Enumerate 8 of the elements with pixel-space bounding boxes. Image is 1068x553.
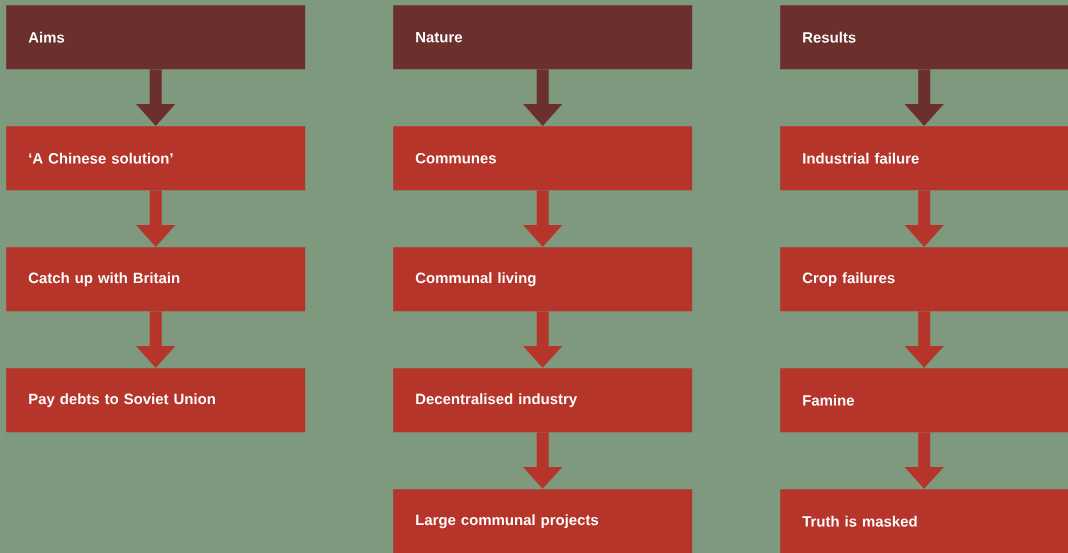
heading-box: Nature	[393, 5, 693, 70]
step-box: Communes	[393, 126, 693, 191]
step-box: Truth is masked	[780, 489, 1068, 553]
step-box: Industrial failure	[780, 126, 1068, 191]
step-box: Large communal projects	[393, 489, 693, 553]
heading-box: Results	[780, 5, 1068, 70]
step-box: ‘A Chinese solution’	[6, 126, 306, 191]
heading-box: Aims	[6, 5, 306, 70]
